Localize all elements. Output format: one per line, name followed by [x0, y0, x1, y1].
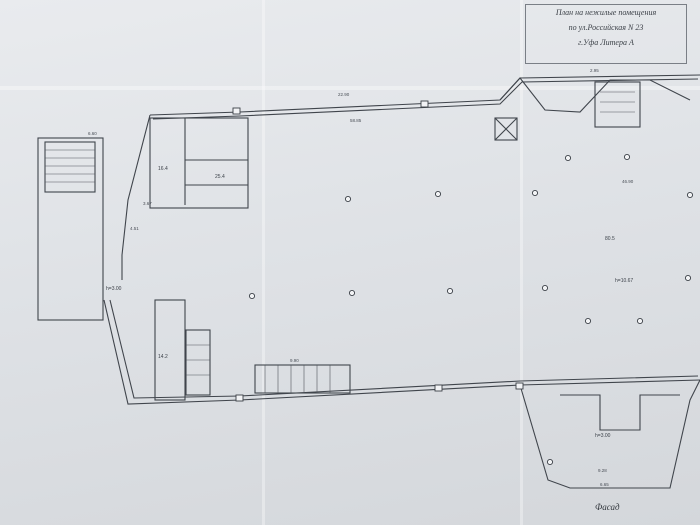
facade-annex: [519, 379, 700, 489]
stair-bottom: [254, 364, 351, 394]
dim-facade-2: 6.65: [600, 482, 609, 487]
room-area-3: 14.2: [158, 354, 168, 360]
column-round: [584, 317, 592, 325]
height-mark-left: h=3.00: [106, 286, 122, 292]
dim-top: 22.90: [338, 92, 350, 97]
paper-fold-horizontal: [0, 86, 700, 90]
title-line-2: по ул.Российская N 23: [568, 23, 644, 32]
room-area-1: 25.4: [215, 174, 225, 180]
column-round: [686, 191, 694, 199]
paper-fold-vertical: [262, 0, 265, 525]
paper-fold-vertical-2: [520, 0, 523, 525]
room-upper-left: [149, 117, 249, 209]
dim-top-inner: 58.85: [350, 118, 362, 123]
left-annex-stair: [44, 141, 96, 193]
title-line-1: План на нежилые помещения: [555, 8, 657, 17]
wall-left-lower-inner: [109, 299, 241, 399]
stair-right-top: [594, 81, 641, 128]
column-round: [446, 287, 454, 295]
column: [235, 394, 244, 402]
column: [232, 107, 241, 115]
shaft-box: [494, 117, 518, 141]
shaft-x2: [494, 117, 518, 141]
height-mark-main: h=10.67: [615, 278, 633, 284]
column-round: [348, 289, 356, 297]
stair-left-bottom: [185, 329, 211, 396]
height-mark-facade: h=3.00: [595, 433, 611, 439]
column-round: [248, 292, 256, 300]
wall-left-lower: [103, 299, 241, 405]
dim-bottom-stair: 9.90: [290, 358, 299, 363]
column: [434, 384, 443, 392]
wall-top: [149, 74, 700, 116]
column-round: [541, 284, 549, 292]
wall-bottom: [239, 379, 700, 401]
dim-left-annex: 6.60: [88, 131, 97, 136]
wall-left-upper: [121, 114, 151, 280]
dim-facade-1: 9.28: [598, 468, 607, 473]
left-annex: [37, 137, 104, 321]
dim-right: 46.90: [622, 179, 634, 184]
facade-inner: [560, 394, 680, 431]
room-area-main: 80.5: [605, 236, 615, 242]
wall-top-inner: [152, 78, 699, 120]
dim-room-top: 3.67: [143, 201, 152, 206]
column-round: [564, 154, 572, 162]
column: [515, 382, 524, 390]
title-block: План на нежилые помещения по ул.Российск…: [525, 4, 687, 64]
column-round: [434, 190, 442, 198]
dim-right-top: 2.95: [590, 68, 599, 73]
room-area-2: 16.4: [158, 166, 168, 172]
column-round: [344, 195, 352, 203]
wall-bottom-inner: [239, 375, 699, 397]
column-round: [636, 317, 644, 325]
facade-label: Фасад: [595, 502, 620, 512]
dim-left-wall: 4.51: [130, 226, 139, 231]
title-line-3: г.Уфа Литера А: [578, 38, 634, 47]
wall-right-top: [499, 77, 691, 113]
column-round: [546, 458, 554, 466]
column-round: [531, 189, 539, 197]
room-lower-left: [154, 299, 186, 401]
column-round: [623, 153, 631, 161]
column: [420, 100, 429, 108]
column-round: [684, 274, 692, 282]
